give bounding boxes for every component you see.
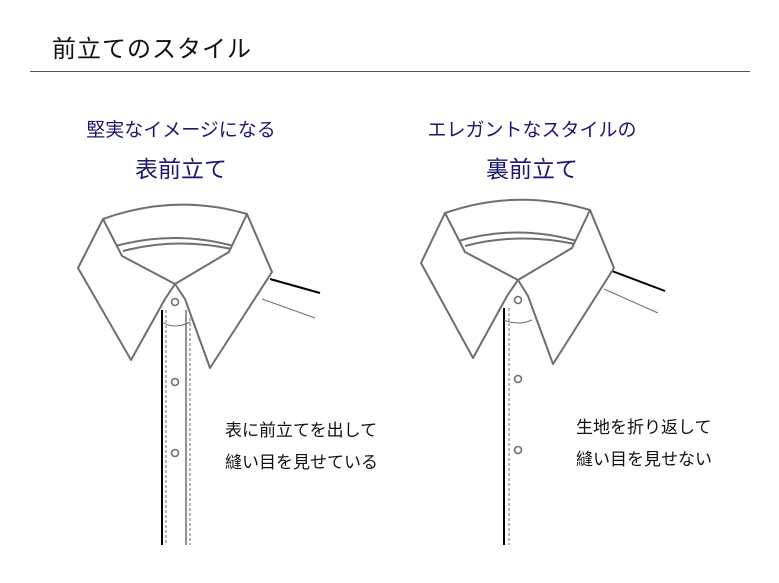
right-note-line1: 生地を折り返して bbox=[576, 418, 712, 438]
right-subtitle: エレガントなスタイルの bbox=[427, 119, 637, 141]
right-shirt-diagram bbox=[420, 198, 666, 545]
right-heading: 裏前立て bbox=[486, 157, 578, 183]
page-title: 前立てのスタイル bbox=[52, 35, 252, 63]
left-note: 表に前立てを出して 縫い目を見せている bbox=[225, 415, 378, 479]
left-shirt-diagram bbox=[77, 203, 321, 545]
right-note: 生地を折り返して 縫い目を見せない bbox=[576, 412, 712, 476]
left-note-line2: 縫い目を見せている bbox=[225, 453, 378, 473]
left-heading: 表前立て bbox=[135, 157, 227, 183]
left-subtitle: 堅実なイメージになる bbox=[86, 119, 276, 141]
right-note-line2: 縫い目を見せない bbox=[576, 450, 712, 470]
left-note-line1: 表に前立てを出して bbox=[225, 421, 378, 441]
title-divider bbox=[30, 71, 750, 72]
